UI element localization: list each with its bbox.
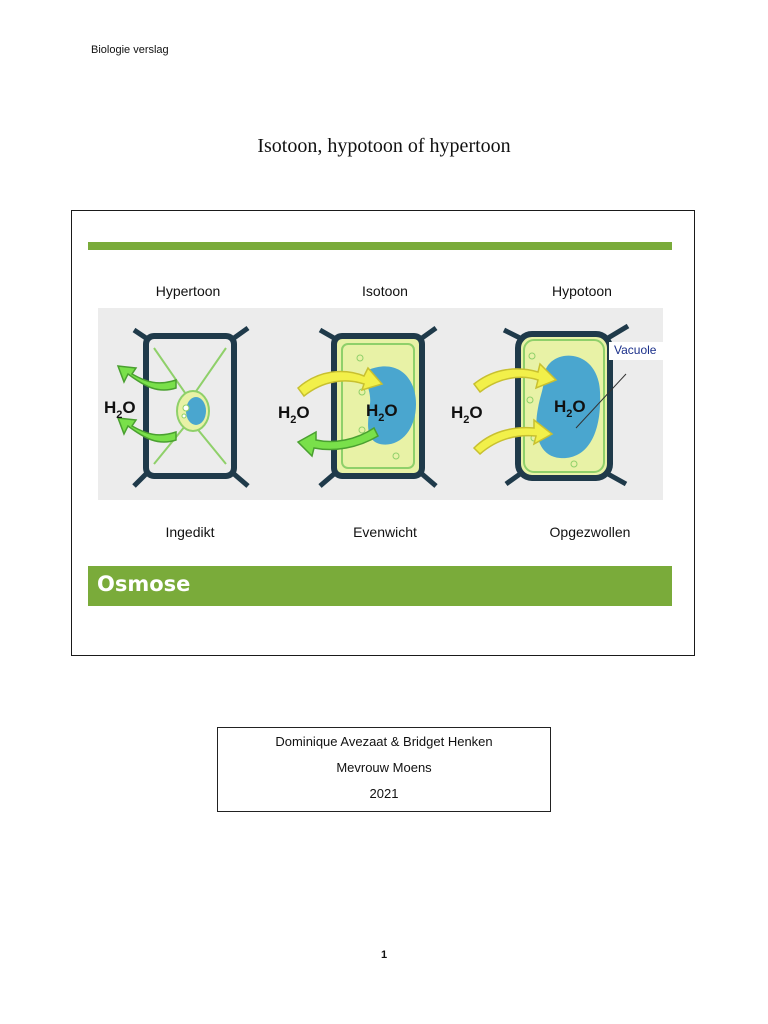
authors-teacher: Mevrouw Moens	[336, 760, 432, 775]
cells-illustration: H2O H2O H2O	[104, 323, 630, 488]
arrow-in-isotoon	[296, 366, 384, 398]
document-title: Isotoon, hypotoon of hypertoon	[257, 135, 511, 157]
vacuole-label: Vacuole	[614, 343, 657, 357]
page-number: 1	[380, 949, 388, 961]
osmosis-figure: Hypertoon Isotoon Hypotoon H2O	[71, 210, 695, 656]
h2o-label-3: H2O	[451, 403, 483, 426]
cell-hypotoon: H2O H2O	[451, 323, 630, 487]
arrow-in-bottom-hypotoon	[472, 418, 554, 456]
cell-isotoon: H2O H2O	[278, 325, 438, 488]
label-isotoon: Isotoon	[362, 283, 408, 299]
cell-hypertoon: H2O	[104, 325, 250, 488]
h2o-label-2: H2O	[278, 403, 310, 426]
h2o-label-1: H2O	[104, 398, 136, 421]
h2o-vacuole-3: H2O	[554, 397, 586, 420]
arrow-out-top	[116, 365, 177, 391]
authors-names: Dominique Avezaat & Bridget Henken	[275, 734, 493, 749]
arrow-in-top-hypotoon	[472, 362, 558, 394]
label-ingedikt: Ingedikt	[165, 524, 215, 540]
label-hypertoon: Hypertoon	[155, 283, 221, 299]
figure-top-bar	[88, 242, 672, 250]
osmose-banner: Osmose	[88, 566, 672, 606]
authors-year: 2021	[369, 786, 399, 801]
vacuole-label-bg	[609, 342, 663, 360]
label-opgezwollen: Opgezwollen	[549, 524, 631, 540]
header-text: Biologie verslag	[91, 44, 169, 56]
authors-box: Dominique Avezaat & Bridget Henken Mevro…	[217, 727, 551, 812]
h2o-vacuole-2: H2O	[366, 401, 398, 424]
label-evenwicht: Evenwicht	[353, 524, 417, 540]
label-hypotoon: Hypotoon	[552, 283, 612, 299]
arrow-out-isotoon	[296, 426, 379, 458]
vacuole-pointer-line	[575, 373, 627, 429]
osmose-banner-text: Osmose	[97, 572, 191, 596]
arrow-out-bottom	[116, 417, 177, 443]
